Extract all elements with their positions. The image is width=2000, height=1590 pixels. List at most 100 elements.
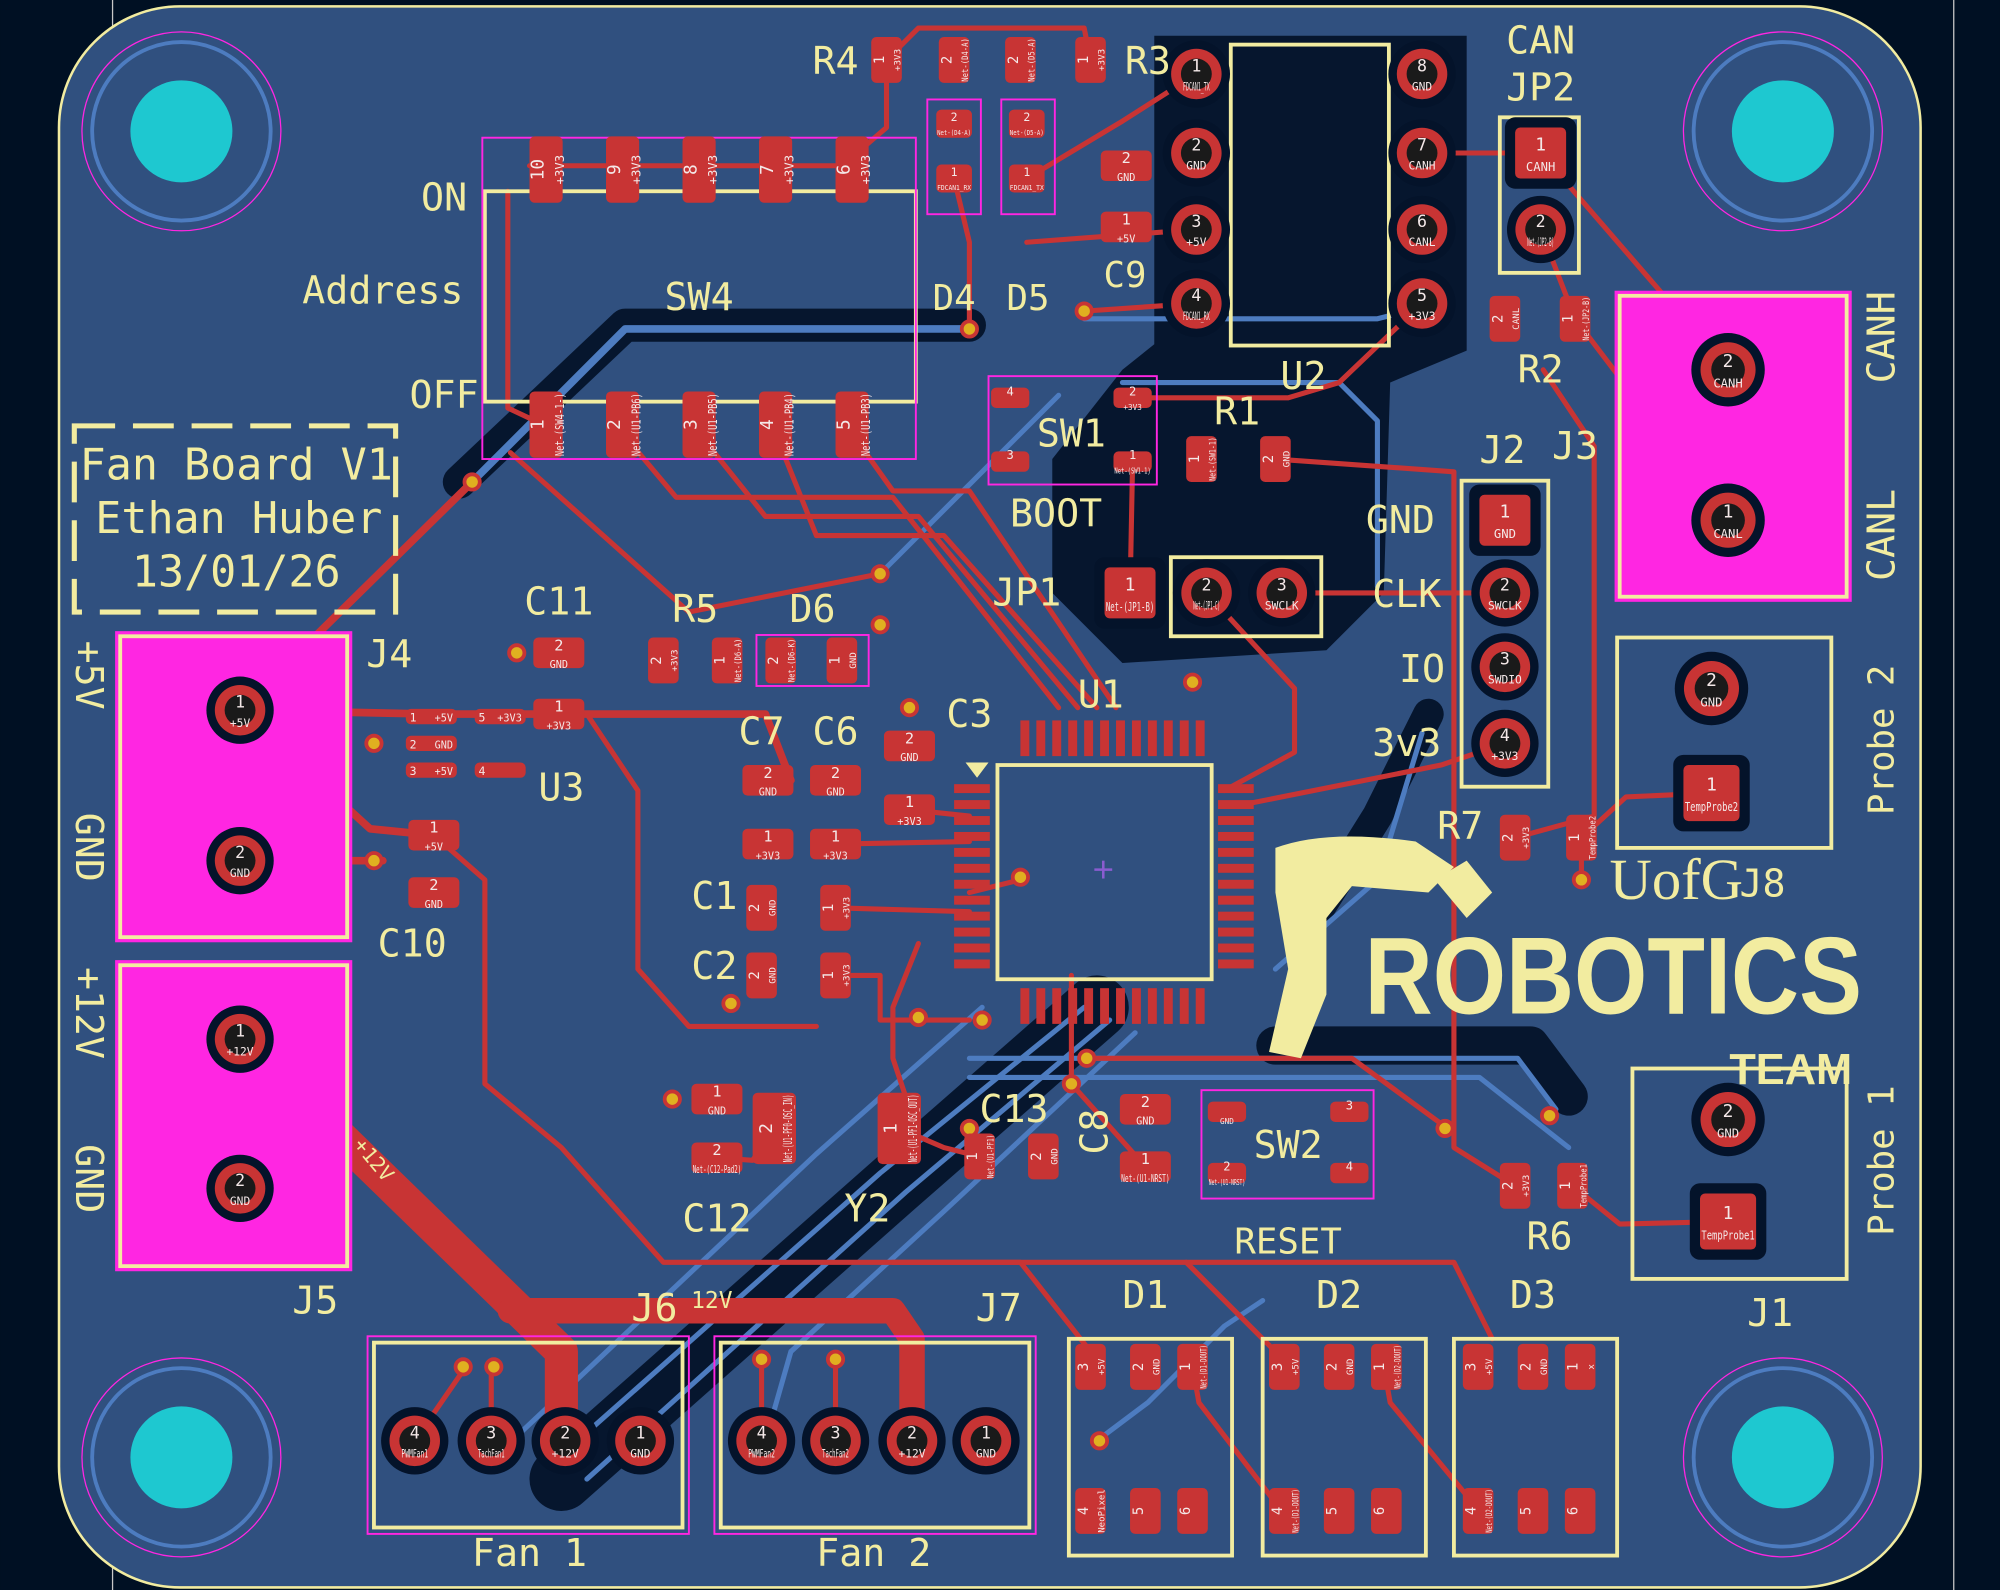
u1-pin	[1147, 720, 1157, 757]
pad-net-label: SWCLK	[1488, 599, 1522, 612]
pad-number: 1	[1500, 502, 1511, 523]
pad-number: 1	[554, 697, 563, 715]
pad-net-label: Net-(U1-NRST)	[1121, 1174, 1169, 1185]
pad-net-label: +5V	[1117, 234, 1135, 245]
pad-text-sw2-0: GND	[1220, 1117, 1234, 1126]
pad-c8-0	[1119, 1094, 1171, 1125]
pad-number: 1	[881, 1123, 902, 1134]
u1-pin	[1218, 847, 1254, 857]
pad-u2-1	[1162, 119, 1231, 187]
u1-pin	[1218, 816, 1254, 825]
pad-j4-0	[206, 676, 274, 744]
pad-number: 1	[1141, 1150, 1150, 1168]
pad-net-label: GND	[230, 1195, 251, 1208]
pad-net-label: NeoPixel	[1097, 1489, 1108, 1533]
pad-d6-0	[765, 637, 796, 684]
u1-pin	[954, 911, 990, 921]
pad-text-sw1-0: 4	[1007, 384, 1014, 398]
silk-label-can: CAN	[1506, 19, 1575, 64]
u1-pin	[1068, 720, 1078, 757]
u1-pin	[1084, 988, 1094, 1024]
pad-net-label: +3V3	[756, 851, 781, 862]
pad-r3-0	[1005, 36, 1036, 83]
silk-label-c13: C13	[979, 1087, 1048, 1132]
pad-net-label: +12V	[227, 1046, 254, 1059]
pad-c13-0	[964, 1133, 995, 1180]
pad-d2-0	[1269, 1343, 1300, 1390]
pad-net-label: +5V	[1186, 236, 1207, 249]
pad-d2-2	[1371, 1343, 1402, 1390]
pad-number: 7	[1417, 135, 1427, 154]
pad-number: 2	[554, 636, 563, 654]
pad-net-label: GND	[1717, 1126, 1739, 1140]
pad-text-c9-1: 1+5V	[1117, 210, 1135, 245]
board-title: Fan Board V1	[80, 440, 393, 490]
pad-net-label: Net-(D1-DOUT)	[1290, 1489, 1301, 1533]
u2-outline	[1228, 42, 1391, 348]
silk-label-d4: D4	[933, 278, 976, 319]
pad-j8-0	[1674, 651, 1749, 726]
u1-pin	[1218, 879, 1254, 889]
u1-pin	[954, 863, 990, 873]
pad-net-label: GND	[1281, 451, 1292, 468]
pad-number: 1	[763, 828, 772, 846]
pad-net-label: GND	[768, 900, 779, 917]
u1-pin	[1084, 720, 1094, 757]
pad-j1-0	[1691, 1082, 1765, 1157]
pad-number: 4	[410, 1423, 420, 1442]
u1-pin	[954, 895, 990, 905]
u1-pin	[1218, 895, 1254, 905]
pad-d2-1	[1323, 1343, 1355, 1390]
u1-pin	[1218, 831, 1254, 841]
pad-c8-1	[1119, 1151, 1171, 1182]
pad-j8-1	[1673, 754, 1750, 832]
pad-net-label: Net-(U1-PF0-OSC_IN)	[781, 1095, 795, 1163]
pad-d3-1	[1517, 1343, 1549, 1390]
pad-net-label: Net-(D5-A)	[1010, 128, 1044, 137]
pad-number: 1	[1723, 502, 1734, 523]
silk-label-c3: C3	[946, 692, 992, 737]
u1-pin	[1179, 988, 1189, 1024]
pad-net-label: CANL	[1713, 527, 1742, 541]
pad-net-label: +12V	[899, 1447, 926, 1460]
pad-y2-1	[877, 1092, 921, 1165]
pad-text-sw4-1: 9+3V3	[604, 155, 643, 184]
pad-r1-0	[1186, 436, 1217, 482]
pad-net-label: GND	[1151, 1359, 1162, 1376]
silk-label-j6: J6	[631, 1286, 677, 1331]
silk-label-j7: J7	[976, 1286, 1022, 1331]
pad-j1-1	[1689, 1183, 1767, 1260]
silk-label-jp2: JP2	[1506, 66, 1575, 111]
pad-number: 2	[1706, 670, 1717, 691]
pad-number: 1	[872, 56, 888, 64]
u1-pin	[1195, 988, 1205, 1024]
pad-d3-2	[1564, 1343, 1596, 1390]
pad-text-c3-1: 1+3V3	[897, 793, 922, 828]
silk-label-c2: C2	[691, 944, 737, 989]
pad-sw4-4	[835, 136, 869, 203]
pad-number: 2	[831, 764, 840, 782]
pad-number: 2	[766, 656, 782, 664]
pad-jp1-0	[1094, 557, 1166, 629]
pad-number: 3	[1346, 1098, 1353, 1112]
pad-number: 4	[1076, 1507, 1092, 1515]
pad-j3-1	[1471, 633, 1539, 701]
pad-r6-1	[1557, 1162, 1588, 1209]
silk-label-j4: J4	[366, 632, 412, 677]
silk-label-c11: C11	[524, 580, 593, 625]
